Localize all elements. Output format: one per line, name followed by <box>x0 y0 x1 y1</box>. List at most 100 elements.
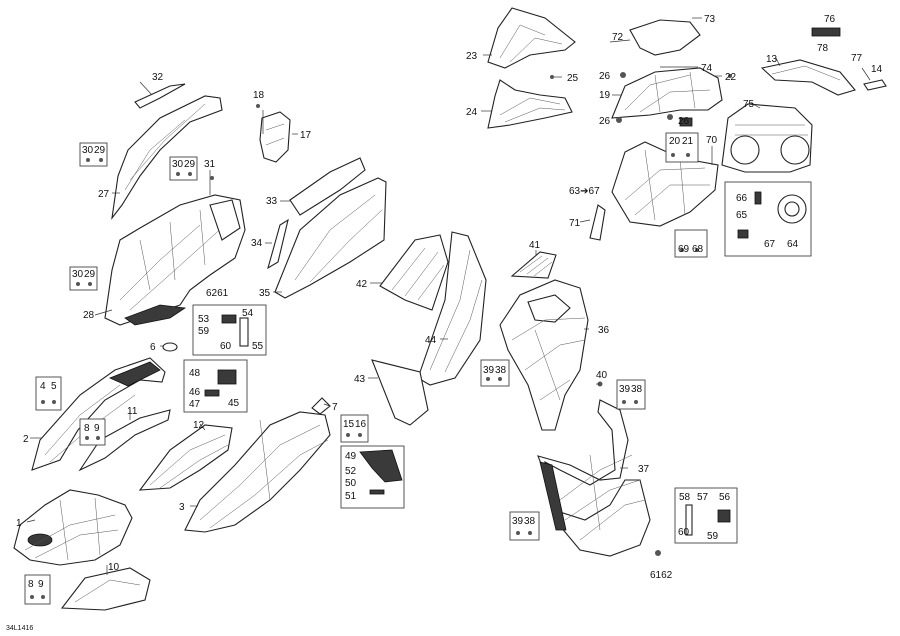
callout-10: 10 <box>108 562 120 573</box>
callout-73: 73 <box>704 14 716 25</box>
callout-6162: 6162 <box>650 570 673 581</box>
callout-4: 4 <box>40 381 46 392</box>
part-48-latch <box>217 369 237 385</box>
callout-43: 43 <box>354 374 366 385</box>
callout-38c: 38 <box>524 516 536 527</box>
callout-77: 77 <box>851 53 863 64</box>
box-39-38-c <box>509 511 540 541</box>
callout-76: 76 <box>824 14 836 25</box>
callout-30b: 30 <box>172 159 184 170</box>
callout-25: 25 <box>567 73 579 84</box>
callout-26c: 26 <box>678 116 690 127</box>
callout-3: 3 <box>179 502 185 513</box>
part-64-reflector-inner <box>784 201 800 217</box>
callout-37: 37 <box>638 464 650 475</box>
fastener-screws <box>30 72 732 599</box>
part-53-clip <box>221 314 237 324</box>
part-14-grommet <box>863 79 887 91</box>
callout-28: 28 <box>83 310 95 321</box>
callout-30c: 30 <box>72 269 84 280</box>
part-17-bracket <box>259 111 291 163</box>
callout-39a: 39 <box>483 365 495 376</box>
part-71-trim <box>589 204 606 241</box>
callout-44: 44 <box>425 335 437 346</box>
part-34-inner-strip <box>267 218 289 270</box>
part-headlight-assembly <box>611 141 719 227</box>
callout-29a: 29 <box>94 145 106 156</box>
callout-47: 47 <box>189 399 201 410</box>
part-24-nose <box>487 79 573 129</box>
callout-69: 69 <box>678 244 690 255</box>
callout-29b: 29 <box>184 159 196 170</box>
part-27-side-panel <box>111 95 223 220</box>
callout-8b: 8 <box>28 579 34 590</box>
callout-60b: 60 <box>678 527 690 538</box>
part-76-clip <box>811 27 841 37</box>
callout-55: 55 <box>252 341 264 352</box>
callout-27: 27 <box>98 189 110 200</box>
callout-70: 70 <box>706 135 718 146</box>
box-69-68 <box>674 229 708 258</box>
box-15-16 <box>340 414 369 443</box>
part-66-bulb <box>754 191 762 205</box>
callout-49: 49 <box>345 451 357 462</box>
callout-26a: 26 <box>599 71 611 82</box>
callout-9b: 9 <box>38 579 44 590</box>
part-75-port-left <box>730 135 760 165</box>
callout-51: 51 <box>345 491 357 502</box>
callout-38a: 38 <box>495 365 507 376</box>
part-43-insert <box>371 359 429 426</box>
box-39-38-b <box>616 379 646 410</box>
callout-57: 57 <box>697 492 709 503</box>
leader-lines <box>26 17 871 575</box>
callout-22: 22 <box>725 72 737 83</box>
callout-6367: 63➔67 <box>569 186 600 197</box>
callout-45: 45 <box>228 398 240 409</box>
callout-68: 68 <box>692 244 704 255</box>
callout-18: 18 <box>253 90 265 101</box>
part-12-panel <box>138 424 233 491</box>
callout-50: 50 <box>345 478 357 489</box>
callout-29c: 29 <box>84 269 96 280</box>
callout-52: 52 <box>345 466 357 477</box>
callout-59a: 59 <box>198 326 210 337</box>
part-51-bolt <box>369 489 385 495</box>
callout-9a: 9 <box>94 423 100 434</box>
part-3-lower-side <box>184 411 331 533</box>
part-6-grommet <box>162 342 178 352</box>
callout-38b: 38 <box>631 384 643 395</box>
box-20-21 <box>665 132 699 163</box>
callout-13: 13 <box>766 54 778 65</box>
callout-8a: 8 <box>84 423 90 434</box>
callout-46: 46 <box>189 387 201 398</box>
part-10-cover <box>60 567 151 611</box>
part-23-windshield <box>487 7 576 69</box>
callout-31: 31 <box>204 159 216 170</box>
callout-32: 32 <box>152 72 164 83</box>
callout-78: 78 <box>817 43 829 54</box>
callout-14: 14 <box>871 64 883 75</box>
callout-12: 12 <box>193 420 205 431</box>
part-7-clip <box>311 397 331 415</box>
callout-1: 1 <box>16 518 22 529</box>
callout-11: 11 <box>127 406 138 417</box>
callout-19: 19 <box>599 90 611 101</box>
callout-16: 16 <box>355 419 367 430</box>
callout-39c: 39 <box>512 516 524 527</box>
part-1-nose-fairing <box>13 489 133 566</box>
part-54-strap <box>239 317 249 347</box>
part-28-window <box>209 199 241 241</box>
callout-33: 33 <box>266 196 278 207</box>
callout-42: 42 <box>356 279 368 290</box>
part-11-trim-strip <box>78 409 171 472</box>
part-28-lower-trim <box>124 304 187 326</box>
part-41-vent <box>510 251 557 279</box>
diagram-code: 34L1416 <box>6 625 33 632</box>
callout-24: 24 <box>466 107 478 118</box>
callout-60a: 60 <box>220 341 232 352</box>
callout-64: 64 <box>787 239 799 250</box>
box-8-9-b <box>24 574 51 605</box>
part-1-badge <box>27 533 53 547</box>
